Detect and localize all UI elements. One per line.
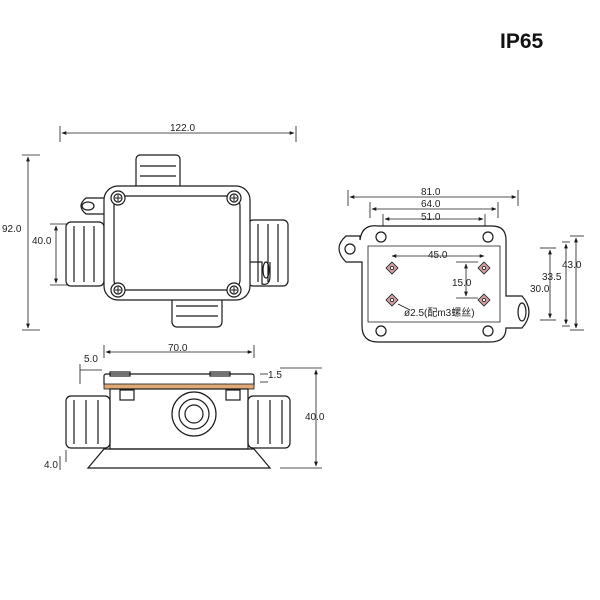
- left-gland: [65, 221, 105, 287]
- dim-label-40-top: 40.0: [32, 236, 52, 247]
- dim-label-51: 51.0: [421, 212, 441, 223]
- side-view: [59, 345, 322, 470]
- top-view-body: [103, 185, 251, 301]
- hole-note: ø2.5(配m3螺丝): [404, 307, 475, 319]
- top-view: [22, 126, 297, 331]
- dim-label-64: 64.0: [421, 199, 441, 210]
- right-mounting-ear: [250, 261, 271, 285]
- left-mounting-ear: [80, 197, 104, 215]
- base-plate-outline: [338, 225, 530, 343]
- side-left-gland: [65, 395, 111, 449]
- dim-label-1-5: 1.5: [268, 370, 282, 381]
- side-gasket: [103, 383, 255, 390]
- dim-label-40-side: 40.0: [305, 412, 325, 423]
- ip-rating-badge: IP65: [500, 30, 544, 53]
- dim-label-43: 43.0: [562, 260, 582, 271]
- mounting-hole-markers: [385, 261, 491, 307]
- dim-label-30: 30.0: [530, 284, 550, 295]
- dim-label-4: 4.0: [44, 460, 58, 471]
- dim-label-5: 5.0: [84, 354, 98, 365]
- dim-label-70: 70.0: [168, 343, 188, 354]
- dim-label-81: 81.0: [421, 187, 441, 198]
- dim-label-92: 92.0: [2, 224, 22, 235]
- side-center-gland: [171, 391, 217, 437]
- dim-label-33-5: 33.5: [542, 272, 562, 283]
- dim-label-15: 15.0: [452, 278, 472, 289]
- side-right-gland: [247, 395, 291, 449]
- dim-label-45: 45.0: [428, 250, 448, 261]
- dim-label-122: 122.0: [170, 123, 195, 134]
- base-view: [338, 190, 530, 343]
